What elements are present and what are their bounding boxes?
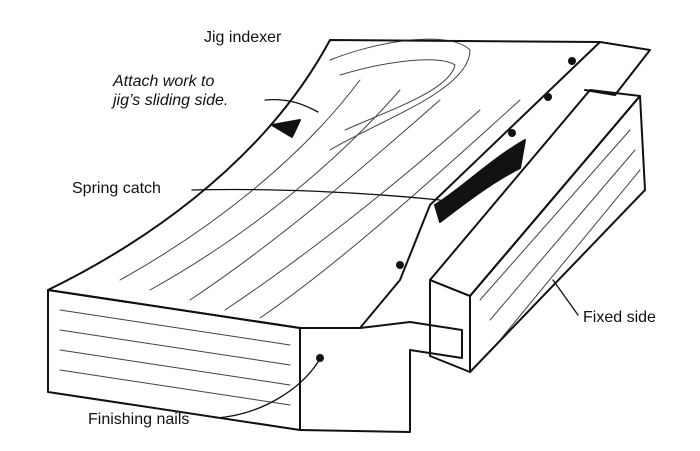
nail-dot: [568, 57, 576, 65]
attach-work-note: Attach work to jig’s sliding side.: [113, 72, 228, 110]
attach-note-line-1: Attach work to: [113, 73, 215, 90]
fixed-side-side-face: [469, 95, 646, 373]
sliding-side-top-face: [47, 39, 601, 329]
leader-nails: [215, 361, 319, 419]
jig-indexer-title: Jig indexer: [204, 29, 282, 46]
attach-note-line-2: jig’s sliding side.: [113, 92, 229, 109]
sliding-side-end-face: [47, 289, 301, 431]
spring-catch-label: Spring catch: [72, 180, 161, 197]
sliding-side-step: [299, 321, 463, 433]
leader-attach: [264, 99, 319, 113]
nail-dot: [396, 261, 404, 269]
nail-dot: [316, 354, 324, 362]
spring-catch-shape: [434, 139, 526, 223]
attach-marker: [271, 119, 301, 138]
leader-fixed: [552, 279, 579, 316]
fixed-side-label: Fixed side: [583, 309, 656, 326]
leader-spring: [191, 188, 441, 201]
back-rail: [584, 41, 651, 96]
nail-dot: [508, 129, 516, 137]
finishing-nails-label: Finishing nails: [88, 411, 190, 428]
nail-dot: [544, 93, 552, 101]
